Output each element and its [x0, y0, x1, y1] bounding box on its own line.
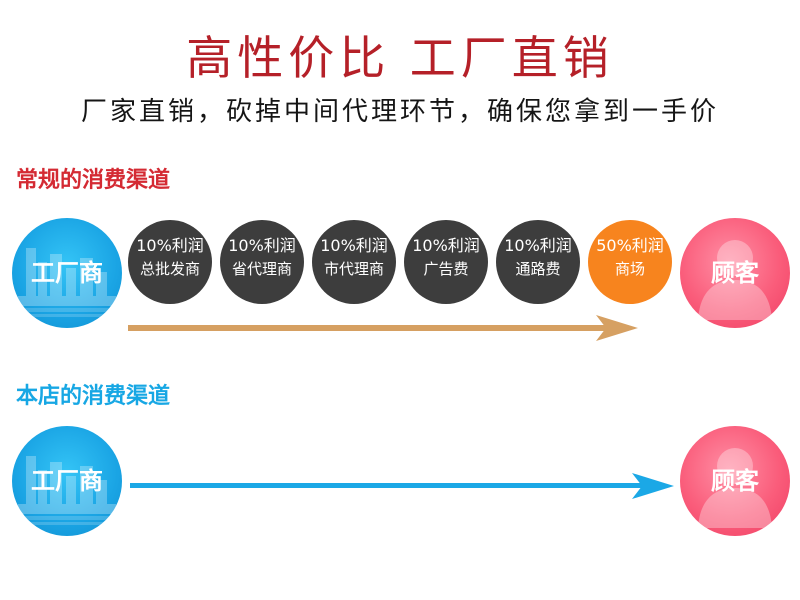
node-profit: 10%利润 [228, 236, 296, 255]
factory-skyline-icon [18, 456, 116, 525]
node-name: 广告费 [423, 260, 469, 278]
page-subtitle: 厂家直销，砍掉中间代理环节，确保您拿到一手价 [80, 97, 719, 127]
regular-flow-arrow [128, 315, 638, 341]
person-silhouette-icon [698, 240, 772, 320]
node-profit: 10%利润 [504, 236, 572, 255]
factory-skyline-icon [18, 248, 116, 317]
node-name: 总批发商 [139, 260, 200, 278]
node-name: 通路费 [515, 260, 561, 278]
node-profit: 10%利润 [136, 236, 204, 255]
channel-node-city-agent: 10%利润 市代理商 [312, 220, 396, 304]
customer-label: 顾客 [711, 467, 759, 495]
factory-label: 工厂商 [31, 467, 103, 495]
channel-node-mall: 50%利润 商场 [588, 220, 672, 304]
factory-label: 工厂商 [31, 259, 103, 287]
customer-circle: 顾客 [680, 218, 790, 328]
channel-node-advertising: 10%利润 广告费 [404, 220, 488, 304]
channel-node-provincial-agent: 10%利润 省代理商 [220, 220, 304, 304]
channel-node-wholesaler: 10%利润 总批发商 [128, 220, 212, 304]
customer-label: 顾客 [711, 259, 759, 287]
node-profit: 50%利润 [596, 236, 664, 255]
node-profit: 10%利润 [412, 236, 480, 255]
channel-node-channel-fee: 10%利润 通路费 [496, 220, 580, 304]
node-name: 市代理商 [323, 260, 384, 278]
node-name: 省代理商 [231, 260, 292, 278]
store-flow-arrow [130, 473, 674, 499]
page-title: 高性价比 工厂直销 [186, 31, 614, 85]
regular-channel-label: 常规的消费渠道 [16, 168, 171, 193]
person-silhouette-icon [698, 448, 772, 528]
store-channel-label: 本店的消费渠道 [16, 384, 171, 409]
factory-circle: 工厂商 [12, 218, 122, 328]
factory-circle: 工厂商 [12, 426, 122, 536]
node-name: 商场 [614, 260, 645, 278]
customer-circle: 顾客 [680, 426, 790, 536]
node-profit: 10%利润 [320, 236, 388, 255]
